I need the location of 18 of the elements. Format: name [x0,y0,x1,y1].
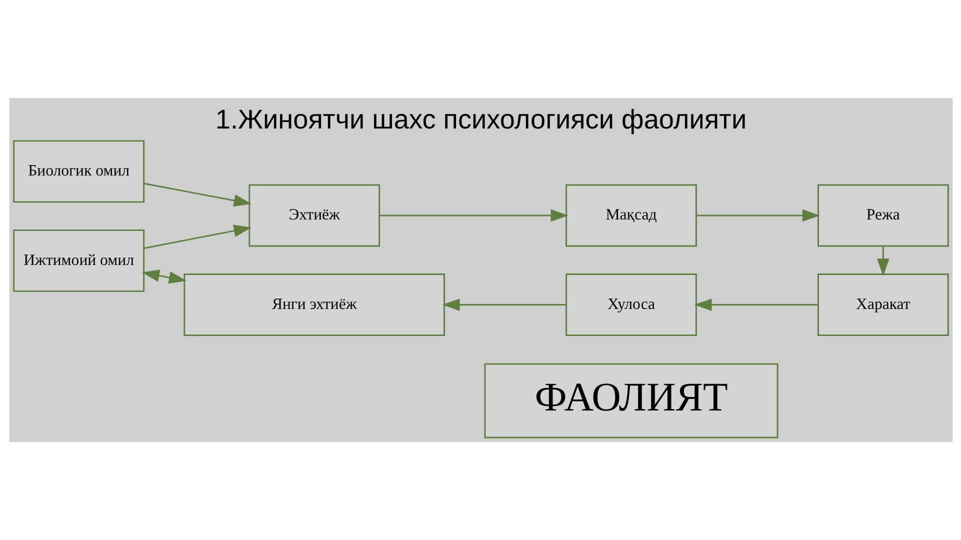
arrow [143,224,252,249]
node-box: Хулоса [565,274,696,336]
node-box: ФАОЛИЯТ [484,363,778,438]
arrow [442,298,566,311]
node-box: Ижтимоий омил [12,229,144,292]
node-box: Мақсад [565,184,696,247]
node-box: Эхтиёж [248,184,380,247]
node-box: Янги эхтиёж [183,274,445,336]
arrow [143,182,252,207]
diagram-title: 1.Жиноятчи шахс психологияси фаолияти [214,104,746,135]
arrow [696,209,820,222]
node-box: Харакат [816,274,948,336]
arrow [141,270,186,284]
node-box: Режа [816,184,948,247]
arrow [379,209,568,222]
node-box: Биологик омил [12,140,144,203]
arrow [694,298,818,311]
arrow [876,246,889,276]
